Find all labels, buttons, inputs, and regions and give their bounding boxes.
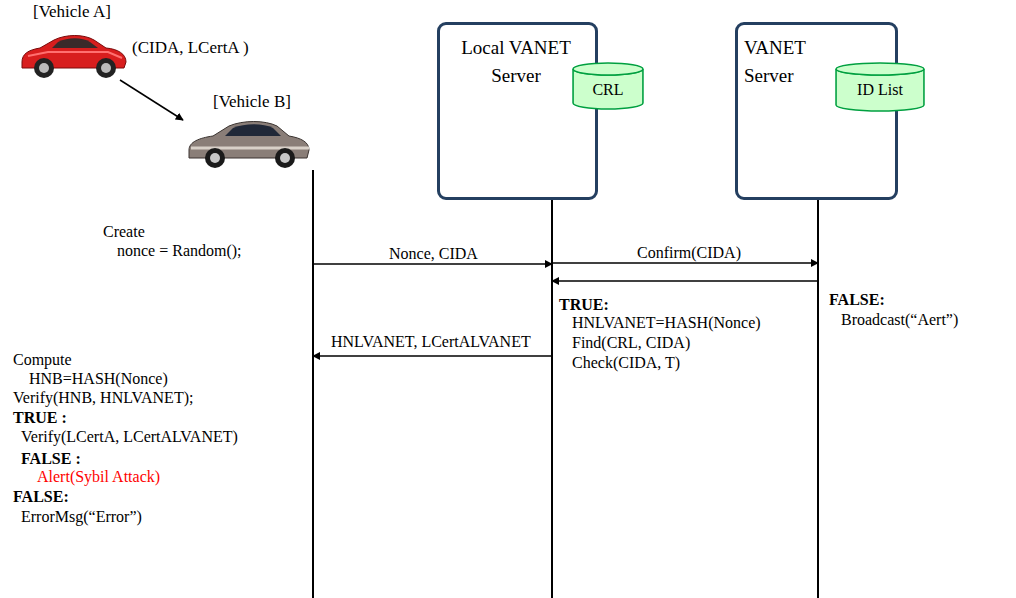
message-arrow: [313, 355, 552, 357]
message-label: Nonce, CIDA: [388, 244, 479, 263]
step-text: Check(CIDA, T): [571, 353, 681, 372]
message-label: HNLVANET, LCertALVANET: [330, 332, 532, 351]
server-box: VANET ServerID List: [735, 22, 898, 200]
vehicle-node: [Vehicle A] (CIDA, LCertA ): [15, 2, 253, 80]
branch-label: FALSE :: [20, 449, 82, 468]
lifeline: [312, 170, 314, 598]
step-text: nonce = Random();: [116, 241, 243, 260]
branch-label: TRUE:: [558, 295, 610, 314]
node-title: CRL: [572, 80, 644, 99]
grey-car-illustration: [185, 116, 313, 170]
database-cylinder: ID List: [835, 62, 925, 112]
branch-label: FALSE:: [828, 290, 886, 309]
node-title: [Vehicle B]: [213, 92, 291, 112]
step-text: HNB=HASH(Nonce): [28, 369, 169, 388]
message-arrow: [552, 280, 818, 282]
step-text: Find(CRL, CIDA): [571, 333, 691, 352]
step-text: Create: [102, 222, 146, 241]
red-car-illustration: [18, 28, 130, 80]
step-text: Verify(LCertA, LCertALVANET): [20, 427, 239, 446]
step-text: Verify(HNB, HNLVANET);: [12, 388, 194, 407]
message-arrow: [552, 262, 818, 264]
lifeline: [551, 200, 553, 598]
node-title: ID List: [835, 80, 925, 99]
lifeline: [817, 200, 819, 598]
message-label: Confirm(CIDA): [636, 243, 742, 262]
server-box: Local VANET ServerCRL: [437, 22, 598, 200]
alert-text: Alert(Sybil Attack): [36, 467, 161, 486]
step-text: ErrorMsg(“Error”): [20, 507, 143, 526]
message-arrow: [120, 80, 183, 120]
node-title: [Vehicle A]: [33, 2, 111, 22]
node-title: Local VANET Server: [446, 34, 586, 90]
database-cylinder: CRL: [572, 62, 644, 110]
step-text: HNLVANET=HASH(Nonce): [571, 313, 762, 332]
branch-label: FALSE:: [12, 487, 70, 506]
message-arrow: [313, 263, 552, 265]
step-text: Compute: [12, 350, 73, 369]
branch-label: TRUE :: [12, 408, 68, 427]
node-note: (CIDA, LCertA ): [132, 38, 249, 58]
vehicle-node: [Vehicle B]: [183, 92, 318, 172]
node-title: VANET Server: [744, 34, 826, 90]
step-text: Broadcast(“Aert”): [840, 310, 959, 329]
